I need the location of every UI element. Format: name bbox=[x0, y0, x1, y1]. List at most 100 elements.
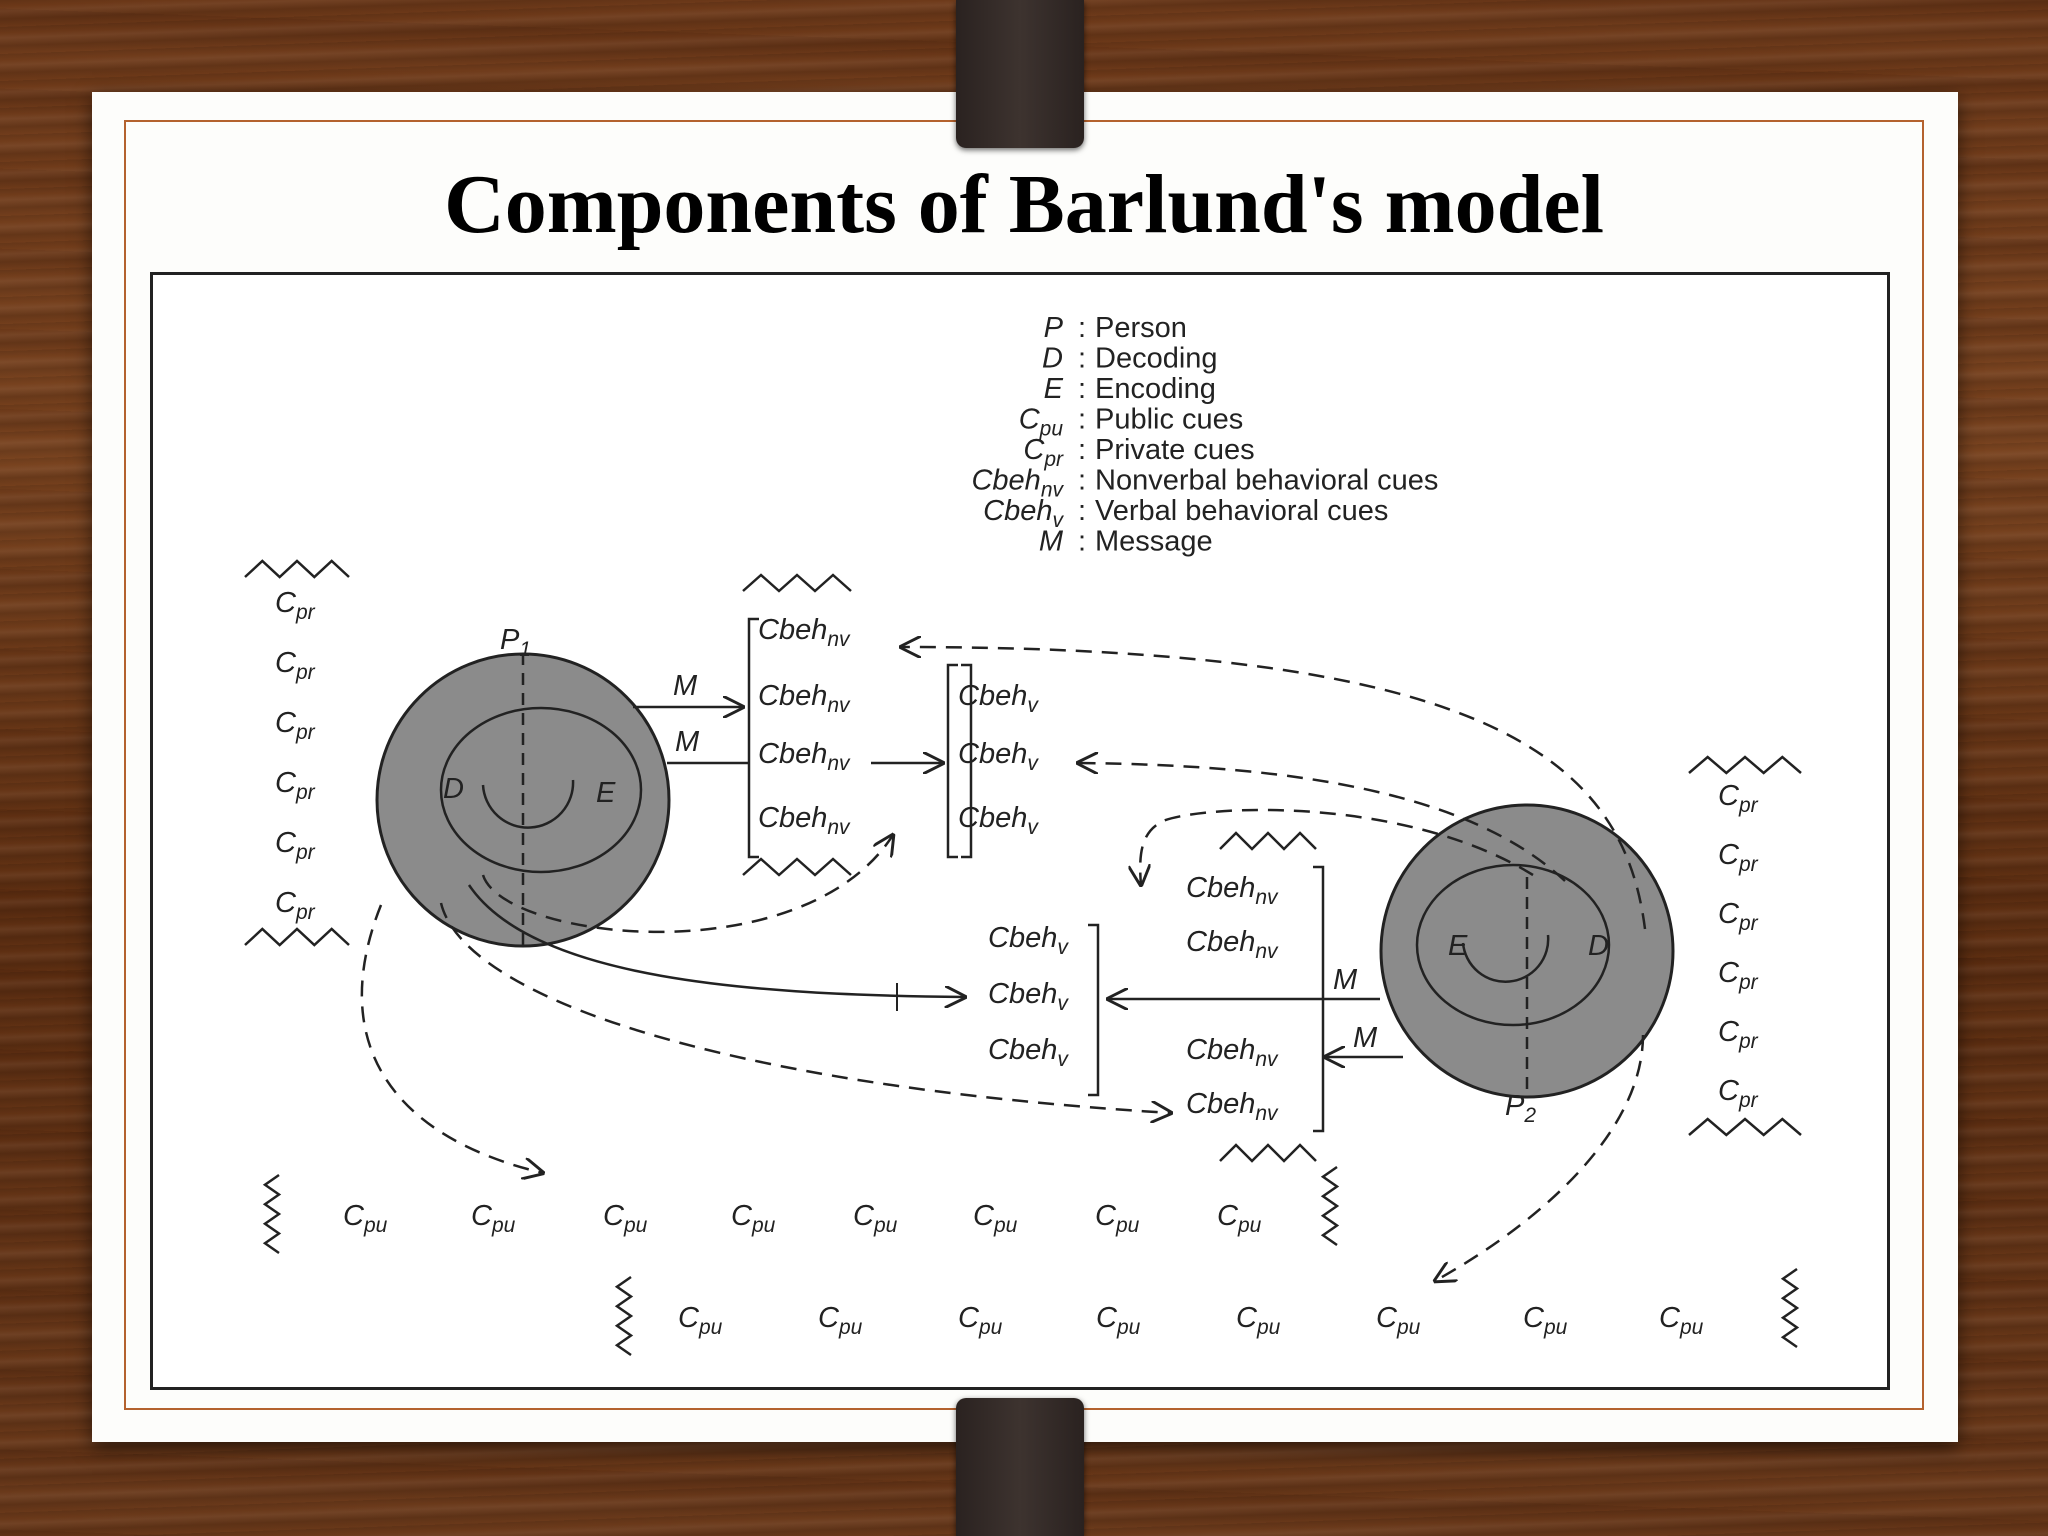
legend-symbol: M bbox=[1039, 526, 1064, 558]
public-cue: Cpu bbox=[853, 1200, 898, 1237]
private-cue-border bbox=[1688, 1117, 1802, 1137]
private-cue-p2: Cpr bbox=[1718, 957, 1759, 994]
public-cue: Cpu bbox=[343, 1200, 388, 1237]
private-cue-border bbox=[244, 927, 350, 947]
private-cue-border bbox=[1688, 755, 1802, 775]
person-2-ring bbox=[1415, 863, 1611, 1027]
behavioral-cue-border bbox=[1219, 831, 1317, 851]
p2-verbal-cue: Cbehv bbox=[988, 978, 1069, 1015]
legend-description: Person bbox=[1095, 312, 1187, 344]
private-cue-p2: Cpr bbox=[1718, 839, 1759, 876]
p2-nonverbal-cue: Cbehnv bbox=[1186, 1034, 1279, 1071]
legend-colon: : bbox=[1078, 526, 1086, 558]
legend-colon: : bbox=[1078, 312, 1086, 344]
legend-description: Public cues bbox=[1095, 404, 1243, 436]
legend-description: Verbal behavioral cues bbox=[1095, 495, 1388, 527]
p1-nonverbal-cue: Cbehnv bbox=[758, 614, 851, 651]
p2-nonverbal-cue: Cbehnv bbox=[1186, 1088, 1279, 1125]
legend-symbol: P bbox=[1044, 312, 1064, 344]
slide-title: Components of Barlund's model bbox=[444, 158, 1604, 251]
behavioral-cue-border bbox=[742, 857, 852, 877]
message-label: M bbox=[675, 726, 700, 758]
legend-symbol: Cpr bbox=[1023, 434, 1064, 471]
public-cue: Cpu bbox=[1659, 1302, 1704, 1339]
behavioral-cue-border bbox=[742, 573, 852, 593]
p1-verbal-bracket bbox=[946, 663, 958, 859]
legend-description: Message bbox=[1095, 526, 1213, 558]
bottom-strap bbox=[956, 1398, 1084, 1536]
legend-colon: : bbox=[1078, 465, 1086, 497]
person-1-label: P1 bbox=[500, 624, 531, 661]
self-perception-curve bbox=[467, 884, 965, 997]
feedback-curve bbox=[481, 835, 893, 934]
public-cue: Cpu bbox=[603, 1200, 648, 1237]
p1-verbal-cue: Cbehv bbox=[958, 680, 1039, 717]
p1-nonverbal-cue: Cbehnv bbox=[758, 802, 851, 839]
public-cue-border bbox=[1780, 1267, 1800, 1349]
p1-nonverbal-bracket bbox=[747, 617, 759, 859]
person-1-decoding: D bbox=[443, 773, 464, 805]
person-2-encoding: E bbox=[1448, 930, 1468, 962]
p1-verbal-cue: Cbehv bbox=[958, 802, 1039, 839]
private-cue-p1: Cpr bbox=[275, 887, 316, 924]
p2-verbal-cue: Cbehv bbox=[988, 1034, 1069, 1071]
public-cue-border bbox=[262, 1173, 282, 1255]
person-2-label: P2 bbox=[1505, 1090, 1536, 1127]
feedback-curve bbox=[360, 904, 543, 1173]
message-label: M bbox=[1353, 1022, 1378, 1054]
legend-colon: : bbox=[1078, 373, 1086, 405]
p1-nonverbal-cue: Cbehnv bbox=[758, 738, 851, 775]
legend-colon: : bbox=[1078, 434, 1086, 466]
feedback-curve bbox=[1078, 763, 1566, 882]
legend-symbol: Cpu bbox=[1019, 404, 1064, 441]
message-label: M bbox=[1333, 964, 1358, 996]
top-strap bbox=[956, 0, 1084, 148]
private-cue-p1: Cpr bbox=[275, 587, 316, 624]
private-cue-p2: Cpr bbox=[1718, 898, 1759, 935]
public-cue: Cpu bbox=[973, 1200, 1018, 1237]
p2-verbal-bracket bbox=[1088, 923, 1100, 1097]
feedback-curve bbox=[1140, 808, 1534, 885]
feedback-curve bbox=[439, 902, 1171, 1113]
person-1-encoding: E bbox=[596, 777, 616, 809]
p1-verbal-cue: Cbehv bbox=[958, 738, 1039, 775]
private-cue-p2: Cpr bbox=[1718, 780, 1759, 817]
person-2-circle bbox=[1379, 803, 1675, 1099]
legend-colon: : bbox=[1078, 495, 1086, 527]
private-cue-p1: Cpr bbox=[275, 767, 316, 804]
public-cue: Cpu bbox=[1217, 1200, 1262, 1237]
legend-description: Private cues bbox=[1095, 434, 1255, 466]
person-2-decoding: D bbox=[1588, 930, 1609, 962]
legend-symbol: Cbehv bbox=[983, 495, 1064, 532]
p2-verbal-cue: Cbehv bbox=[988, 922, 1069, 959]
legend-symbol: Cbehnv bbox=[971, 465, 1064, 502]
public-cue: Cpu bbox=[731, 1200, 776, 1237]
legend-colon: : bbox=[1078, 343, 1086, 375]
message-label: M bbox=[673, 670, 698, 702]
legend-description: Nonverbal behavioral cues bbox=[1095, 465, 1438, 497]
private-cue-p1: Cpr bbox=[275, 827, 316, 864]
public-cue: Cpu bbox=[1095, 1200, 1140, 1237]
person-1-ring bbox=[439, 706, 643, 874]
p2-nonverbal-cue: Cbehnv bbox=[1186, 872, 1279, 909]
p1-verbal-bracket-left bbox=[961, 663, 973, 859]
private-cue-p1: Cpr bbox=[275, 647, 316, 684]
private-cue-p1: Cpr bbox=[275, 707, 316, 744]
private-cue-p2: Cpr bbox=[1718, 1075, 1759, 1112]
legend-colon: : bbox=[1078, 404, 1086, 436]
public-cue: Cpu bbox=[678, 1302, 723, 1339]
public-cue-border bbox=[614, 1275, 634, 1357]
p2-nonverbal-cue: Cbehnv bbox=[1186, 926, 1279, 963]
legend-symbol: D bbox=[1042, 343, 1063, 375]
p1-nonverbal-cue: Cbehnv bbox=[758, 680, 851, 717]
person-1-spiral bbox=[481, 779, 575, 829]
private-cue-p2: Cpr bbox=[1718, 1016, 1759, 1053]
public-cue: Cpu bbox=[1096, 1302, 1141, 1339]
legend-symbol: E bbox=[1044, 373, 1064, 405]
legend-description: Decoding bbox=[1095, 343, 1218, 375]
legend-description: Encoding bbox=[1095, 373, 1216, 405]
public-cue: Cpu bbox=[1376, 1302, 1421, 1339]
person-2-spiral bbox=[1461, 934, 1550, 983]
